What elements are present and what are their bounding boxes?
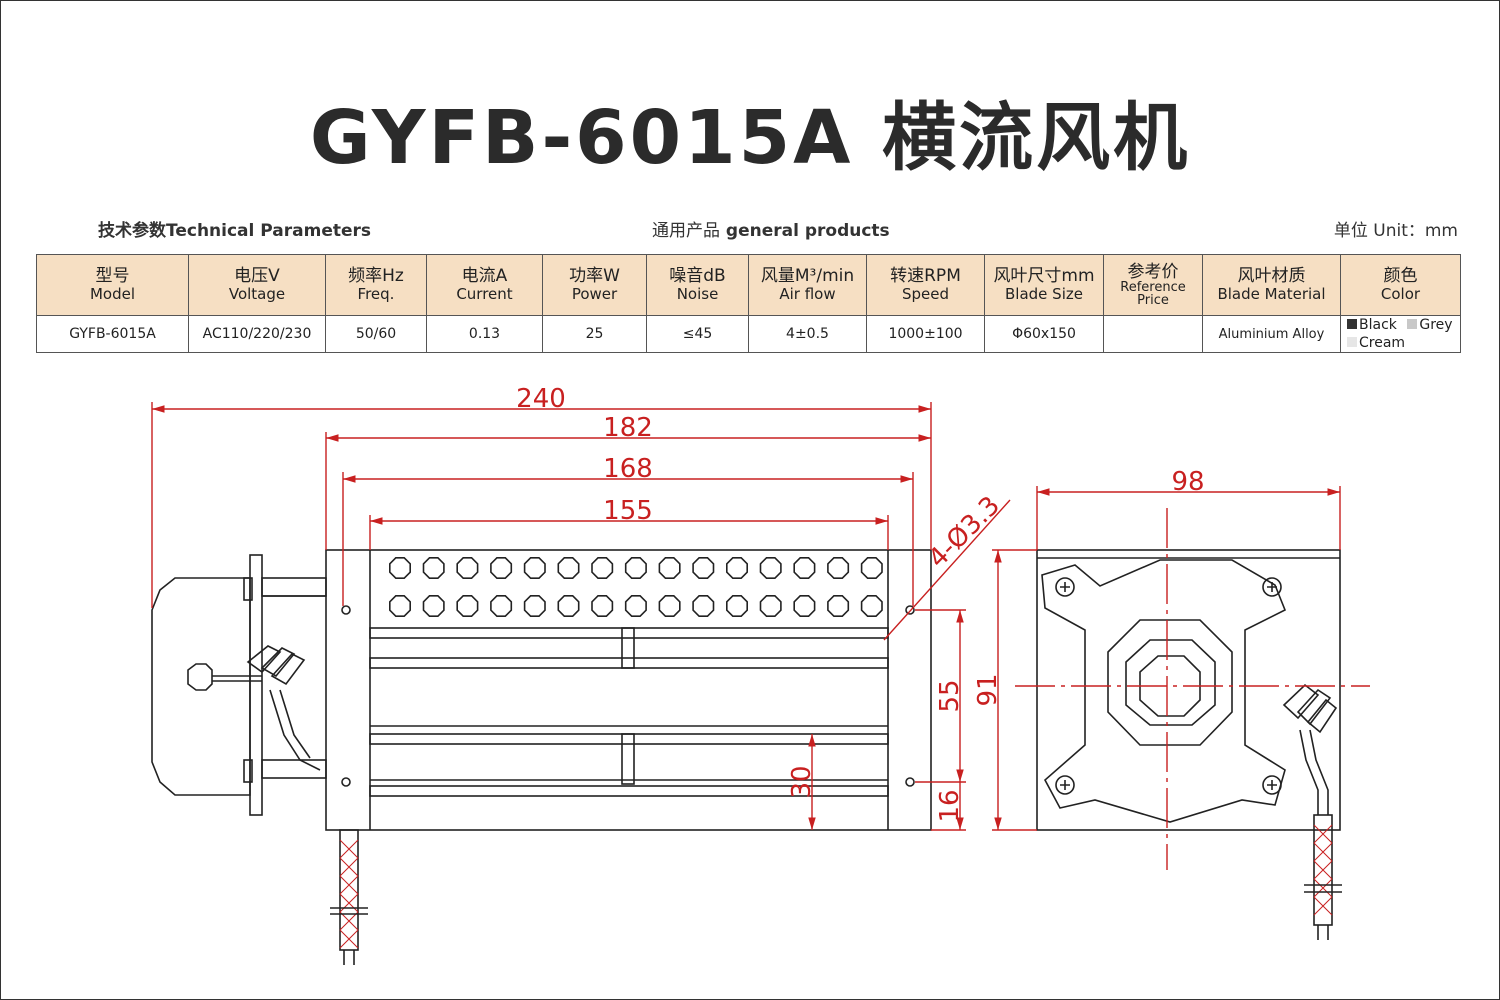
air-inlet-hole xyxy=(827,556,850,580)
technical-parameters-heading: 技术参数Technical Parameters xyxy=(98,216,371,241)
air-inlet-hole xyxy=(422,556,445,580)
model-cell: GYFB-6015A xyxy=(36,315,189,353)
dimension-lines xyxy=(151,402,1341,831)
terminal-connector xyxy=(187,663,213,691)
outer-hub xyxy=(1107,619,1233,746)
air-inlet-hole xyxy=(591,556,614,580)
price-cell xyxy=(1103,315,1203,353)
material-cell: Aluminium Alloy xyxy=(1202,315,1341,353)
front-view xyxy=(151,549,932,965)
current-cell: 0.13 xyxy=(426,315,543,353)
air-inlet-hole xyxy=(759,594,782,618)
dim-16-label: 16 xyxy=(935,789,965,822)
unit-cn: 单位 xyxy=(1333,221,1368,241)
air-inlet-hole xyxy=(692,556,715,580)
air-inlet-hole xyxy=(557,594,580,618)
power-cable xyxy=(339,829,359,951)
general-heading-cn: 通用产品 xyxy=(652,221,720,241)
grey-swatch xyxy=(1407,319,1418,329)
air-inlet-hole xyxy=(658,594,681,618)
air-inlet-hole xyxy=(456,556,479,580)
air-inlet-hole xyxy=(456,594,479,618)
color-cell: Black Grey Cream xyxy=(1340,315,1461,353)
freq-cell: 50/60 xyxy=(325,315,427,353)
air-inlet-hole xyxy=(725,594,749,618)
air-inlet-hole xyxy=(557,556,580,580)
general-products-heading: 通用产品 general products xyxy=(652,216,890,241)
color-cream-label: Cream xyxy=(1359,335,1406,351)
tech-heading-cn: 技术参数 xyxy=(98,221,166,241)
table-row: GYFB-6015A AC110/220/230 50/60 0.13 25 ≤… xyxy=(36,315,1461,353)
airflow-cell: 4±0.5 xyxy=(748,315,867,353)
tech-heading-en: Technical Parameters xyxy=(166,221,372,241)
air-inlet-hole xyxy=(490,556,513,580)
air-inlet-hole xyxy=(827,594,850,618)
air-inlet-hole xyxy=(388,594,412,618)
air-inlet-hole xyxy=(523,556,546,580)
air-inlet-hole xyxy=(422,594,445,618)
air-inlet-holes xyxy=(388,556,883,618)
air-inlet-hole xyxy=(490,594,513,618)
noise-cell: ≤45 xyxy=(646,315,749,353)
dim-155-label: 155 xyxy=(603,496,653,526)
dim-98-label: 98 xyxy=(1171,467,1204,497)
shaft-hub xyxy=(1139,655,1201,717)
motor-housing xyxy=(151,577,251,796)
air-inlet-hole xyxy=(725,556,749,580)
air-inlet-hole xyxy=(624,594,647,618)
air-inlet-hole xyxy=(591,594,614,618)
power-cell: 25 xyxy=(542,315,647,353)
dim-168-label: 168 xyxy=(603,454,653,484)
dim-240-label: 240 xyxy=(516,384,566,414)
unit-label: 单位 Unit：mm xyxy=(1334,216,1458,241)
color-grey-label: Grey xyxy=(1419,317,1453,333)
cream-swatch xyxy=(1347,337,1357,347)
dim-182-label: 182 xyxy=(603,413,653,443)
air-inlet-hole xyxy=(793,556,816,580)
side-flange xyxy=(1041,559,1287,823)
side-plate xyxy=(1036,549,1341,831)
inner-hub xyxy=(1125,639,1216,726)
unit-en: Unit：mm xyxy=(1373,221,1458,241)
blade-size-cell: Φ60x150 xyxy=(984,315,1104,353)
air-inlet-hole xyxy=(793,594,816,618)
air-inlet-hole xyxy=(692,594,715,618)
dimension-labels: 240 182 168 155 98 91 55 16 30 4-Ø3.3 xyxy=(516,384,1204,823)
mounting-hole-label: 4-Ø3.3 xyxy=(923,491,1006,574)
air-inlet-hole xyxy=(759,556,782,580)
air-inlet-hole xyxy=(523,594,546,618)
black-swatch xyxy=(1347,319,1357,329)
air-inlet-hole xyxy=(658,556,681,580)
dim-30-label: 30 xyxy=(787,765,817,798)
general-heading-en: general products xyxy=(725,221,890,241)
side-view xyxy=(1036,549,1342,940)
fan-housing xyxy=(325,549,932,831)
air-inlet-hole xyxy=(860,594,883,618)
voltage-cell: AC110/220/230 xyxy=(188,315,326,353)
center-lines xyxy=(1015,508,1370,870)
motor-bracket xyxy=(249,554,263,816)
dim-55-label: 55 xyxy=(935,679,965,712)
color-black-label: Black xyxy=(1359,317,1397,333)
air-inlet-hole xyxy=(388,556,412,580)
air-inlet-hole xyxy=(624,556,647,580)
page-title: GYFB-6015A 横流风机 xyxy=(309,95,1191,181)
air-inlet-hole xyxy=(860,556,883,580)
dim-91-label: 91 xyxy=(973,673,1003,706)
